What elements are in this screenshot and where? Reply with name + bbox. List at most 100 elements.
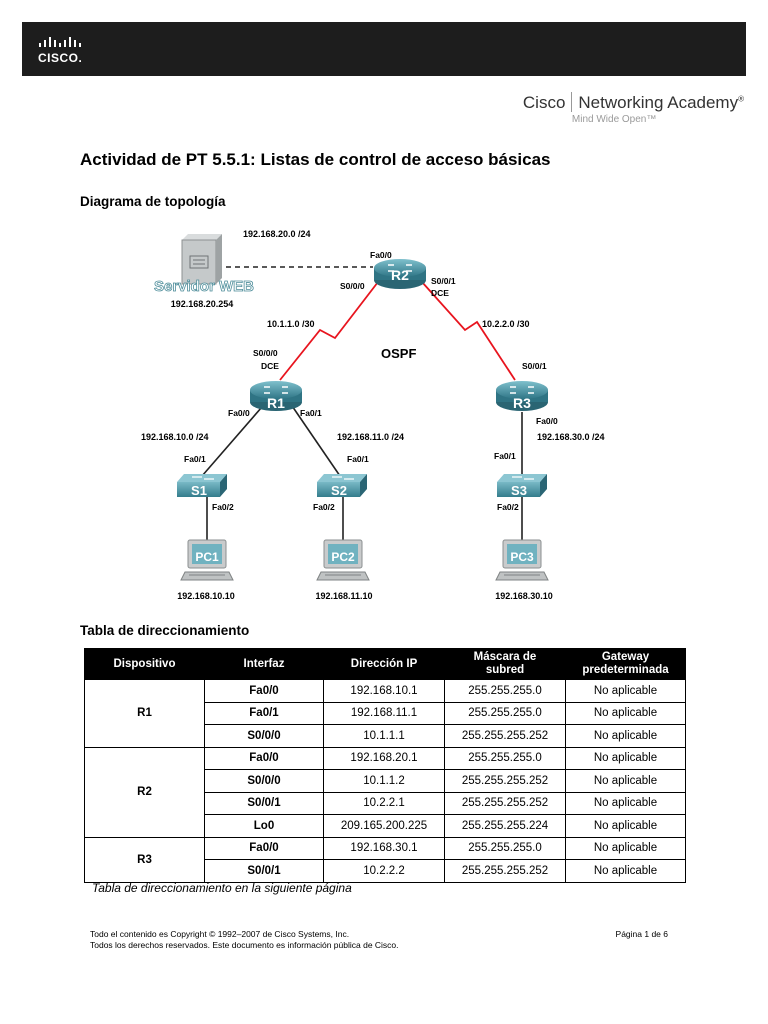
- col-header-gateway-line1: Gateway: [601, 651, 650, 663]
- r1-r2-network: 10.1.1.0 /30: [267, 319, 315, 329]
- col-header-gateway-line2: predeterminada: [582, 664, 669, 676]
- pc2-label: PC2: [331, 550, 355, 564]
- server-net-label: 192.168.20.0 /24: [243, 229, 311, 239]
- r2-r3-network: 10.2.2.0 /30: [482, 319, 530, 329]
- r1-dce: DCE: [261, 361, 279, 371]
- r2-s000: S0/0/0: [340, 281, 365, 291]
- gateway-cell: No aplicable: [565, 746, 686, 770]
- pc1-label: PC1: [195, 550, 219, 564]
- ip-cell: 10.1.1.1: [323, 724, 445, 748]
- pc2-ip: 192.168.11.10: [315, 591, 372, 601]
- interface-cell: S0/0/1: [204, 859, 324, 883]
- ip-cell: 10.2.2.2: [323, 859, 445, 883]
- mask-cell: 255.255.255.0: [444, 746, 566, 770]
- gateway-cell: No aplicable: [565, 724, 686, 748]
- mask-cell: 255.255.255.252: [444, 791, 566, 815]
- s3-fa01: Fa0/1: [494, 451, 516, 461]
- server-ip: 192.168.20.254: [171, 299, 234, 309]
- s2-fa01: Fa0/1: [347, 454, 369, 464]
- footer: Todo el contenido es Copyright © 1992–20…: [90, 929, 668, 951]
- r2-fa00: Fa0/0: [370, 250, 392, 260]
- ip-cell: 192.168.30.1: [323, 836, 445, 860]
- s3-fa02: Fa0/2: [497, 502, 519, 512]
- gateway-cell: No aplicable: [565, 679, 686, 703]
- table-header-row: Dispositivo Interfaz Dirección IP Máscar…: [84, 648, 686, 680]
- interface-cell: S0/0/0: [204, 769, 324, 793]
- switch-s2-label: S2: [331, 483, 347, 498]
- router-r3-label: R3: [513, 395, 531, 411]
- topology-heading: Diagrama de topología: [80, 194, 226, 209]
- r3-s001: S0/0/1: [522, 361, 547, 371]
- footer-copyright-line1: Todo el contenido es Copyright © 1992–20…: [90, 929, 350, 939]
- interface-cell: Fa0/0: [204, 836, 324, 860]
- device-cell: R1: [84, 679, 205, 748]
- academy-brand-left: Cisco: [522, 93, 566, 112]
- link-r1-s1: [201, 399, 269, 477]
- s1-fa02: Fa0/2: [212, 502, 234, 512]
- r1-s000: S0/0/0: [253, 348, 278, 358]
- router-r2-label: R2: [391, 267, 409, 283]
- table-caption: Tabla de direccionamiento en la siguient…: [92, 881, 352, 895]
- r2-s001: S0/0/1: [431, 276, 456, 286]
- pc1-ip: 192.168.10.10: [177, 591, 235, 601]
- s1-fa01: Fa0/1: [184, 454, 206, 464]
- device-cell: R2: [84, 746, 205, 838]
- col-header-device: Dispositivo: [84, 648, 205, 680]
- r2-dce: DCE: [431, 288, 449, 298]
- gateway-cell: No aplicable: [565, 836, 686, 860]
- interface-cell: Lo0: [204, 814, 324, 838]
- ip-cell: 192.168.20.1: [323, 746, 445, 770]
- col-header-mask-line2: subred: [485, 664, 525, 676]
- serial-link-r2-r3: [421, 281, 516, 381]
- r1-fa00: Fa0/0: [228, 408, 250, 418]
- col-header-interface: Interfaz: [204, 648, 324, 680]
- serial-link-r1-r2: [279, 281, 379, 381]
- r1-s1-network: 192.168.10.0 /24: [141, 432, 209, 442]
- gateway-cell: No aplicable: [565, 791, 686, 815]
- switch-s1-label: S1: [191, 483, 207, 498]
- page-number: Página 1 de 6: [615, 929, 668, 939]
- interface-cell: Fa0/0: [204, 746, 324, 770]
- mask-cell: 255.255.255.252: [444, 724, 566, 748]
- r1-s2-network: 192.168.11.0 /24: [337, 432, 404, 442]
- footer-copyright-line2: Todos los derechos reservados. Este docu…: [90, 940, 399, 950]
- topology-diagram: Servidor WEB 192.168.20.254 192.168.10.0…: [141, 229, 605, 601]
- academy-trademark: ®: [738, 94, 744, 104]
- gateway-cell: No aplicable: [565, 814, 686, 838]
- switch-s3-label: S3: [511, 483, 527, 498]
- ip-cell: 10.2.2.1: [323, 791, 445, 815]
- ospf-label: OSPF: [381, 346, 416, 361]
- mask-cell: 255.255.255.0: [444, 679, 566, 703]
- gateway-cell: No aplicable: [565, 859, 686, 883]
- cisco-logo: CISCO.: [38, 37, 82, 65]
- mask-cell: 255.255.255.252: [444, 769, 566, 793]
- header-bar: CISCO.: [22, 22, 746, 76]
- r3-s3-network: 192.168.30.0 /24: [537, 432, 605, 442]
- interface-cell: Fa0/1: [204, 701, 324, 725]
- ip-cell: 209.165.200.225: [323, 814, 445, 838]
- col-header-ip: Dirección IP: [323, 648, 445, 680]
- gateway-cell: No aplicable: [565, 769, 686, 793]
- table-heading: Tabla de direccionamiento: [80, 623, 250, 638]
- server-icon: [181, 234, 222, 285]
- interface-cell: S0/0/1: [204, 791, 324, 815]
- device-cell: R3: [84, 836, 205, 883]
- mask-cell: 255.255.255.0: [444, 701, 566, 725]
- document-title: Actividad de PT 5.5.1: Listas de control…: [80, 150, 551, 169]
- r3-fa00: Fa0/0: [536, 416, 558, 426]
- ip-cell: 192.168.10.1: [323, 679, 445, 703]
- router-r1-label: R1: [267, 395, 285, 411]
- link-r1-s2: [287, 399, 341, 477]
- pc3-ip: 192.168.30.10: [495, 591, 553, 601]
- server-label: Servidor WEB: [154, 278, 254, 295]
- pc3-label: PC3: [510, 550, 534, 564]
- s2-fa02: Fa0/2: [313, 502, 335, 512]
- academy-tagline: Mind Wide Open™: [571, 114, 657, 125]
